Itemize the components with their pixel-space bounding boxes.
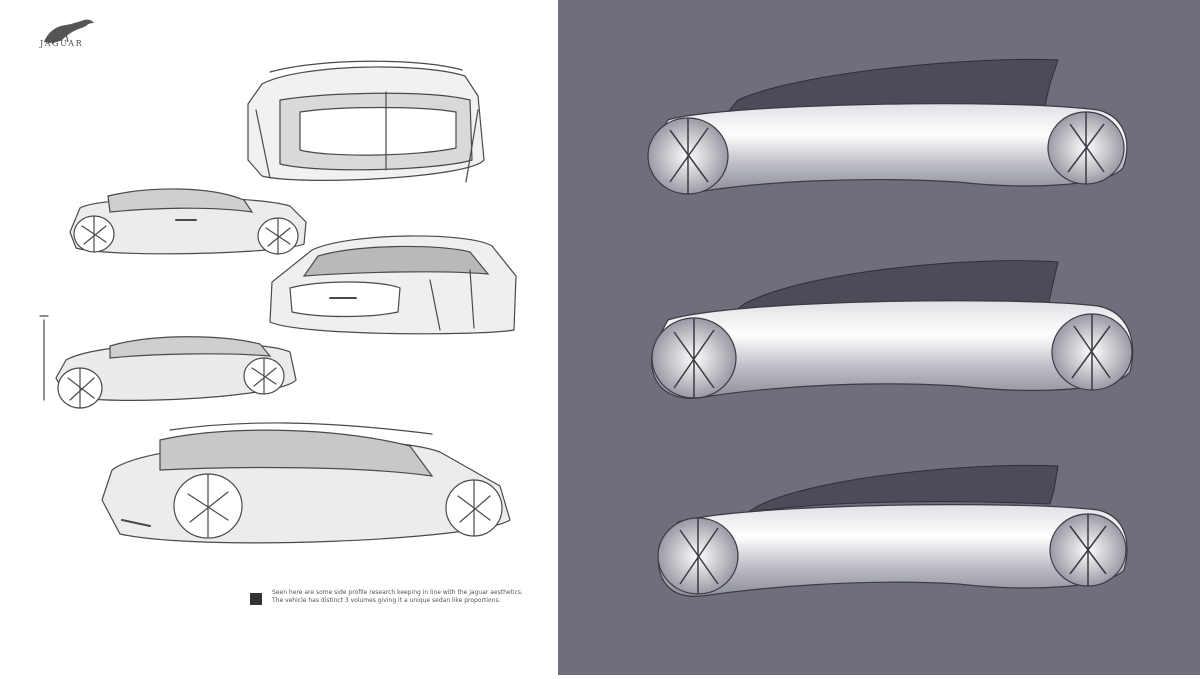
sketch-side-profile-1 (69, 188, 307, 255)
caption-marker (250, 593, 262, 605)
sketch-side-profile-2 (39, 315, 297, 409)
render-car-1 (647, 58, 1128, 195)
render-panel (558, 0, 1200, 675)
caption-text: Seen here are some side profile research… (272, 589, 523, 606)
sketch-rear-view (247, 60, 485, 183)
render-car-2 (651, 260, 1134, 399)
caption-line-1: Seen here are some side profile research… (272, 589, 523, 596)
sketch-side-profile-3 (101, 422, 511, 544)
leaping-jaguar-icon (44, 19, 94, 45)
caption-line-2: The vehicle has distinct 3 volumes givin… (272, 597, 501, 605)
render-drawings (647, 58, 1134, 597)
sketch-front-view (269, 235, 517, 335)
brand-wordmark: JAGUAR (40, 39, 84, 48)
sketch-sheet-panel: JAGUAR (0, 0, 558, 675)
render-car-3 (657, 464, 1128, 597)
sketch-drawings (39, 60, 517, 544)
